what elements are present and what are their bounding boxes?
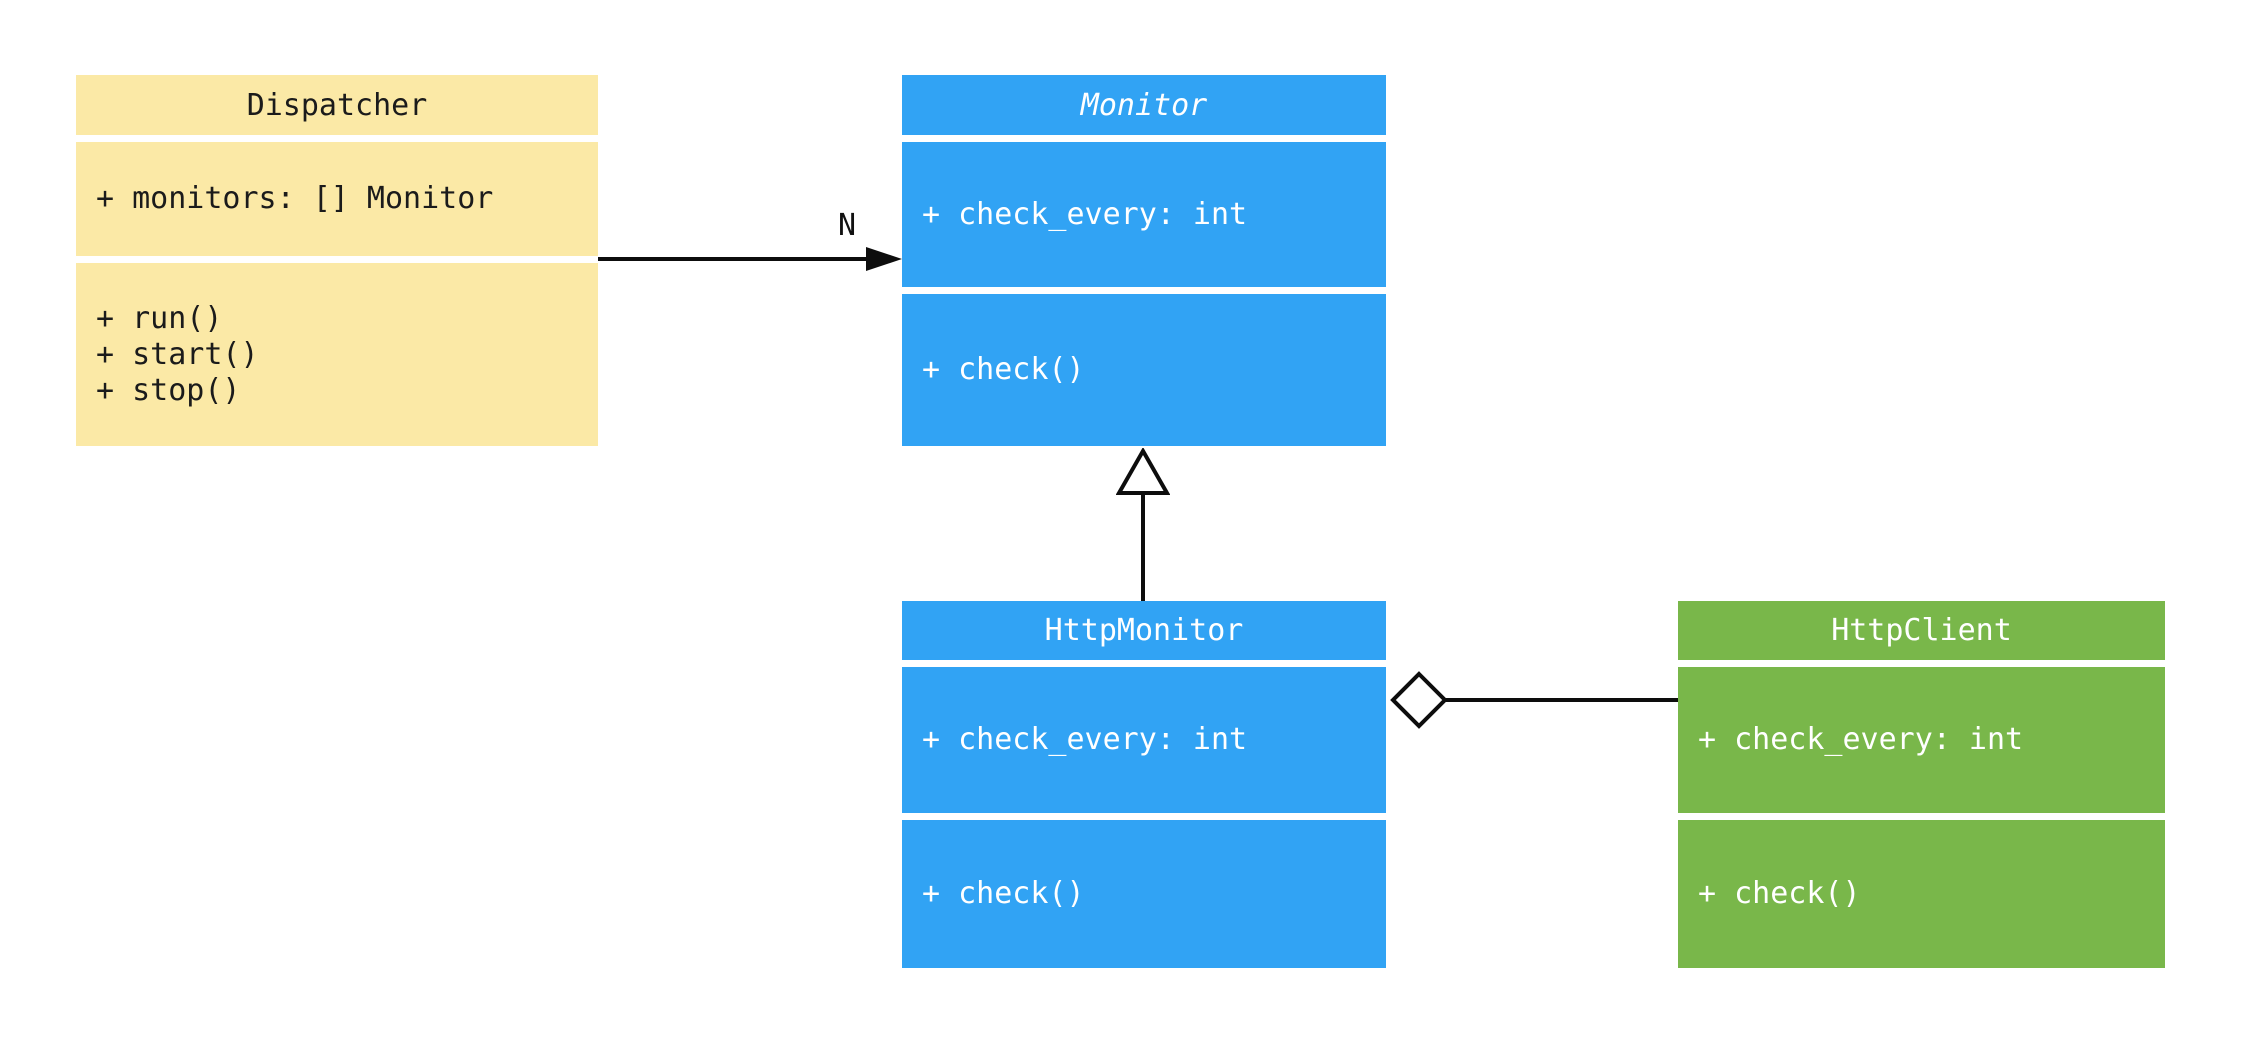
method-stop: + stop() [96, 372, 241, 408]
class-dispatcher-attributes: + monitors: [] Monitor [76, 142, 598, 256]
association-line-dispatcher-monitor [598, 257, 872, 261]
attribute-check-every: + check_every: int [922, 196, 1248, 232]
class-dispatcher-title: Dispatcher [76, 75, 598, 135]
attribute-check-every: + check_every: int [922, 722, 1248, 757]
class-monitor-attributes: + check_every: int [902, 142, 1386, 287]
class-monitor-title: Monitor [902, 75, 1386, 135]
class-httpclient-title: HttpClient [1678, 601, 2165, 660]
aggregation-diamond-icon [1390, 671, 1448, 729]
attribute-monitors: + monitors: [] Monitor [96, 181, 494, 216]
class-dispatcher: Dispatcher + monitors: [] Monitor + run(… [76, 75, 598, 446]
method-start: + start() [96, 336, 259, 372]
class-httpmonitor-methods: + check() [902, 820, 1386, 968]
class-httpclient: HttpClient + check_every: int + check() [1678, 601, 2165, 968]
aggregation-line-httpmonitor-httpclient [1446, 698, 1678, 702]
class-monitor-methods: + check() [902, 294, 1386, 446]
method-check: + check() [922, 352, 1085, 387]
method-check: + check() [1698, 876, 1861, 911]
method-run: + run() [96, 300, 223, 336]
inheritance-triangle-icon [1116, 448, 1170, 495]
class-httpmonitor-title: HttpMonitor [902, 601, 1386, 660]
class-httpmonitor-attributes: + check_every: int [902, 667, 1386, 813]
association-multiplicity-label: N [837, 208, 857, 243]
attribute-check-every: + check_every: int [1698, 722, 2024, 757]
class-httpmonitor: HttpMonitor + check_every: int + check() [902, 601, 1386, 968]
inheritance-line-httpmonitor-monitor [1141, 493, 1145, 601]
class-dispatcher-methods: + run() + start() + stop() [76, 263, 598, 446]
class-httpclient-methods: + check() [1678, 820, 2165, 968]
association-arrowhead-icon [866, 247, 902, 271]
class-httpclient-attributes: + check_every: int [1678, 667, 2165, 813]
method-check: + check() [922, 876, 1085, 911]
class-monitor: Monitor + check_every: int + check() [902, 75, 1386, 446]
